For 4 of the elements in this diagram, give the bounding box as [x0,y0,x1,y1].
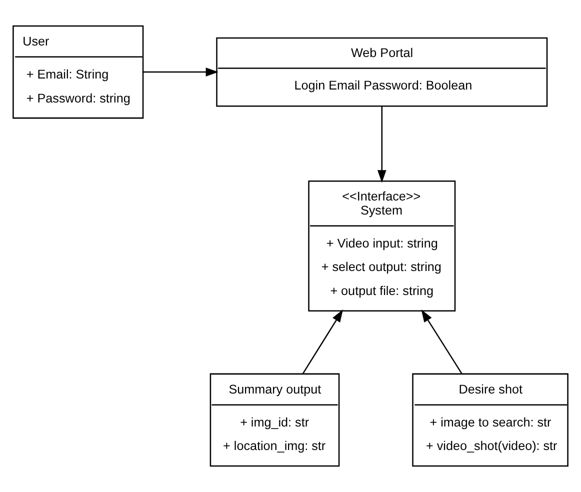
arrow [302,309,343,374]
arrow [377,106,386,183]
arrow [143,68,218,76]
arrow [421,309,462,374]
